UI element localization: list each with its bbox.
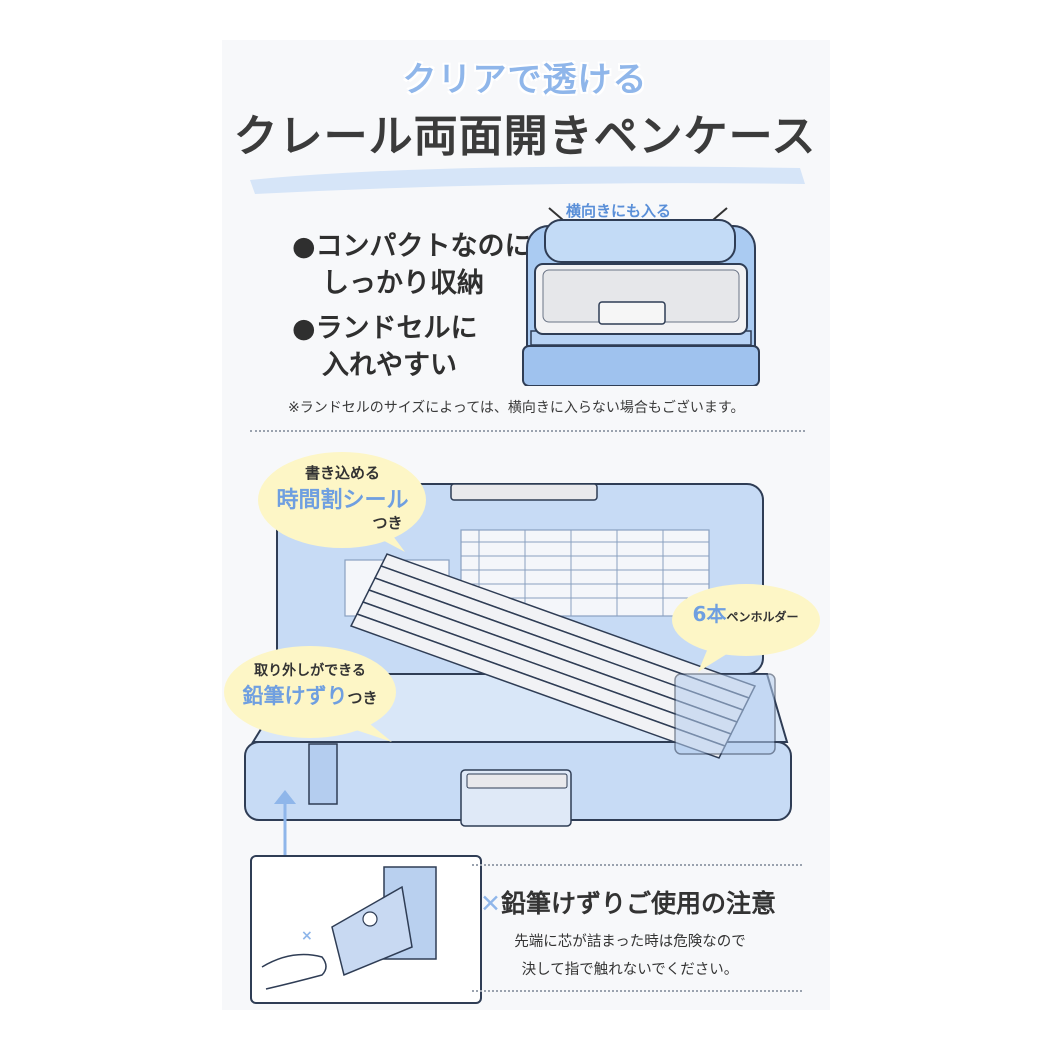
title-underline-brush — [250, 166, 805, 194]
x-mark: × — [301, 928, 313, 944]
sharpener-illustration — [261, 866, 437, 990]
callout-sharpener-line1: 取り外しができる — [254, 663, 366, 679]
callout-holder: 6本ペンホルダー — [692, 602, 799, 626]
bullet-icon: ● — [292, 231, 316, 262]
randoseru-illustration — [522, 207, 760, 386]
callout-bubble-schedule — [258, 452, 426, 552]
dotted-divider — [472, 990, 802, 992]
caution-body: 先端に芯が詰まった時は危険なので 決して指で触れないでください。 — [514, 934, 746, 978]
callout-schedule-line2: 時間割シール — [276, 488, 409, 513]
bullet-icon: ● — [292, 313, 316, 344]
dotted-divider — [250, 430, 805, 432]
arrow-up-icon — [274, 790, 296, 860]
size-note: ※ランドセルのサイズによっては、横向きに入らない場合もございます。 — [288, 400, 745, 416]
page-title: クレール両面開きペンケース — [233, 111, 817, 162]
feature-randoseru: ●ランドセルに 入れやすい — [292, 313, 478, 381]
callout-schedule-line3: つき — [372, 514, 403, 532]
randoseru-label: 横向きにも入る — [566, 202, 672, 220]
callout-bubble-holder — [672, 584, 820, 672]
callout-bubble-sharpener — [224, 646, 396, 742]
subtitle: クリアで透ける — [402, 60, 648, 100]
caution-heading: ✕鉛筆けずりご使用の注意 — [480, 889, 776, 918]
callout-sharpener-line2: 鉛筆けずりつき — [242, 684, 378, 708]
callout-schedule-line1: 書き込める — [304, 464, 380, 482]
cross-icon: ✕ — [480, 889, 501, 918]
dotted-divider — [472, 864, 802, 866]
feature-compact: ●コンパクトなのに しっかり収納 — [292, 231, 532, 299]
